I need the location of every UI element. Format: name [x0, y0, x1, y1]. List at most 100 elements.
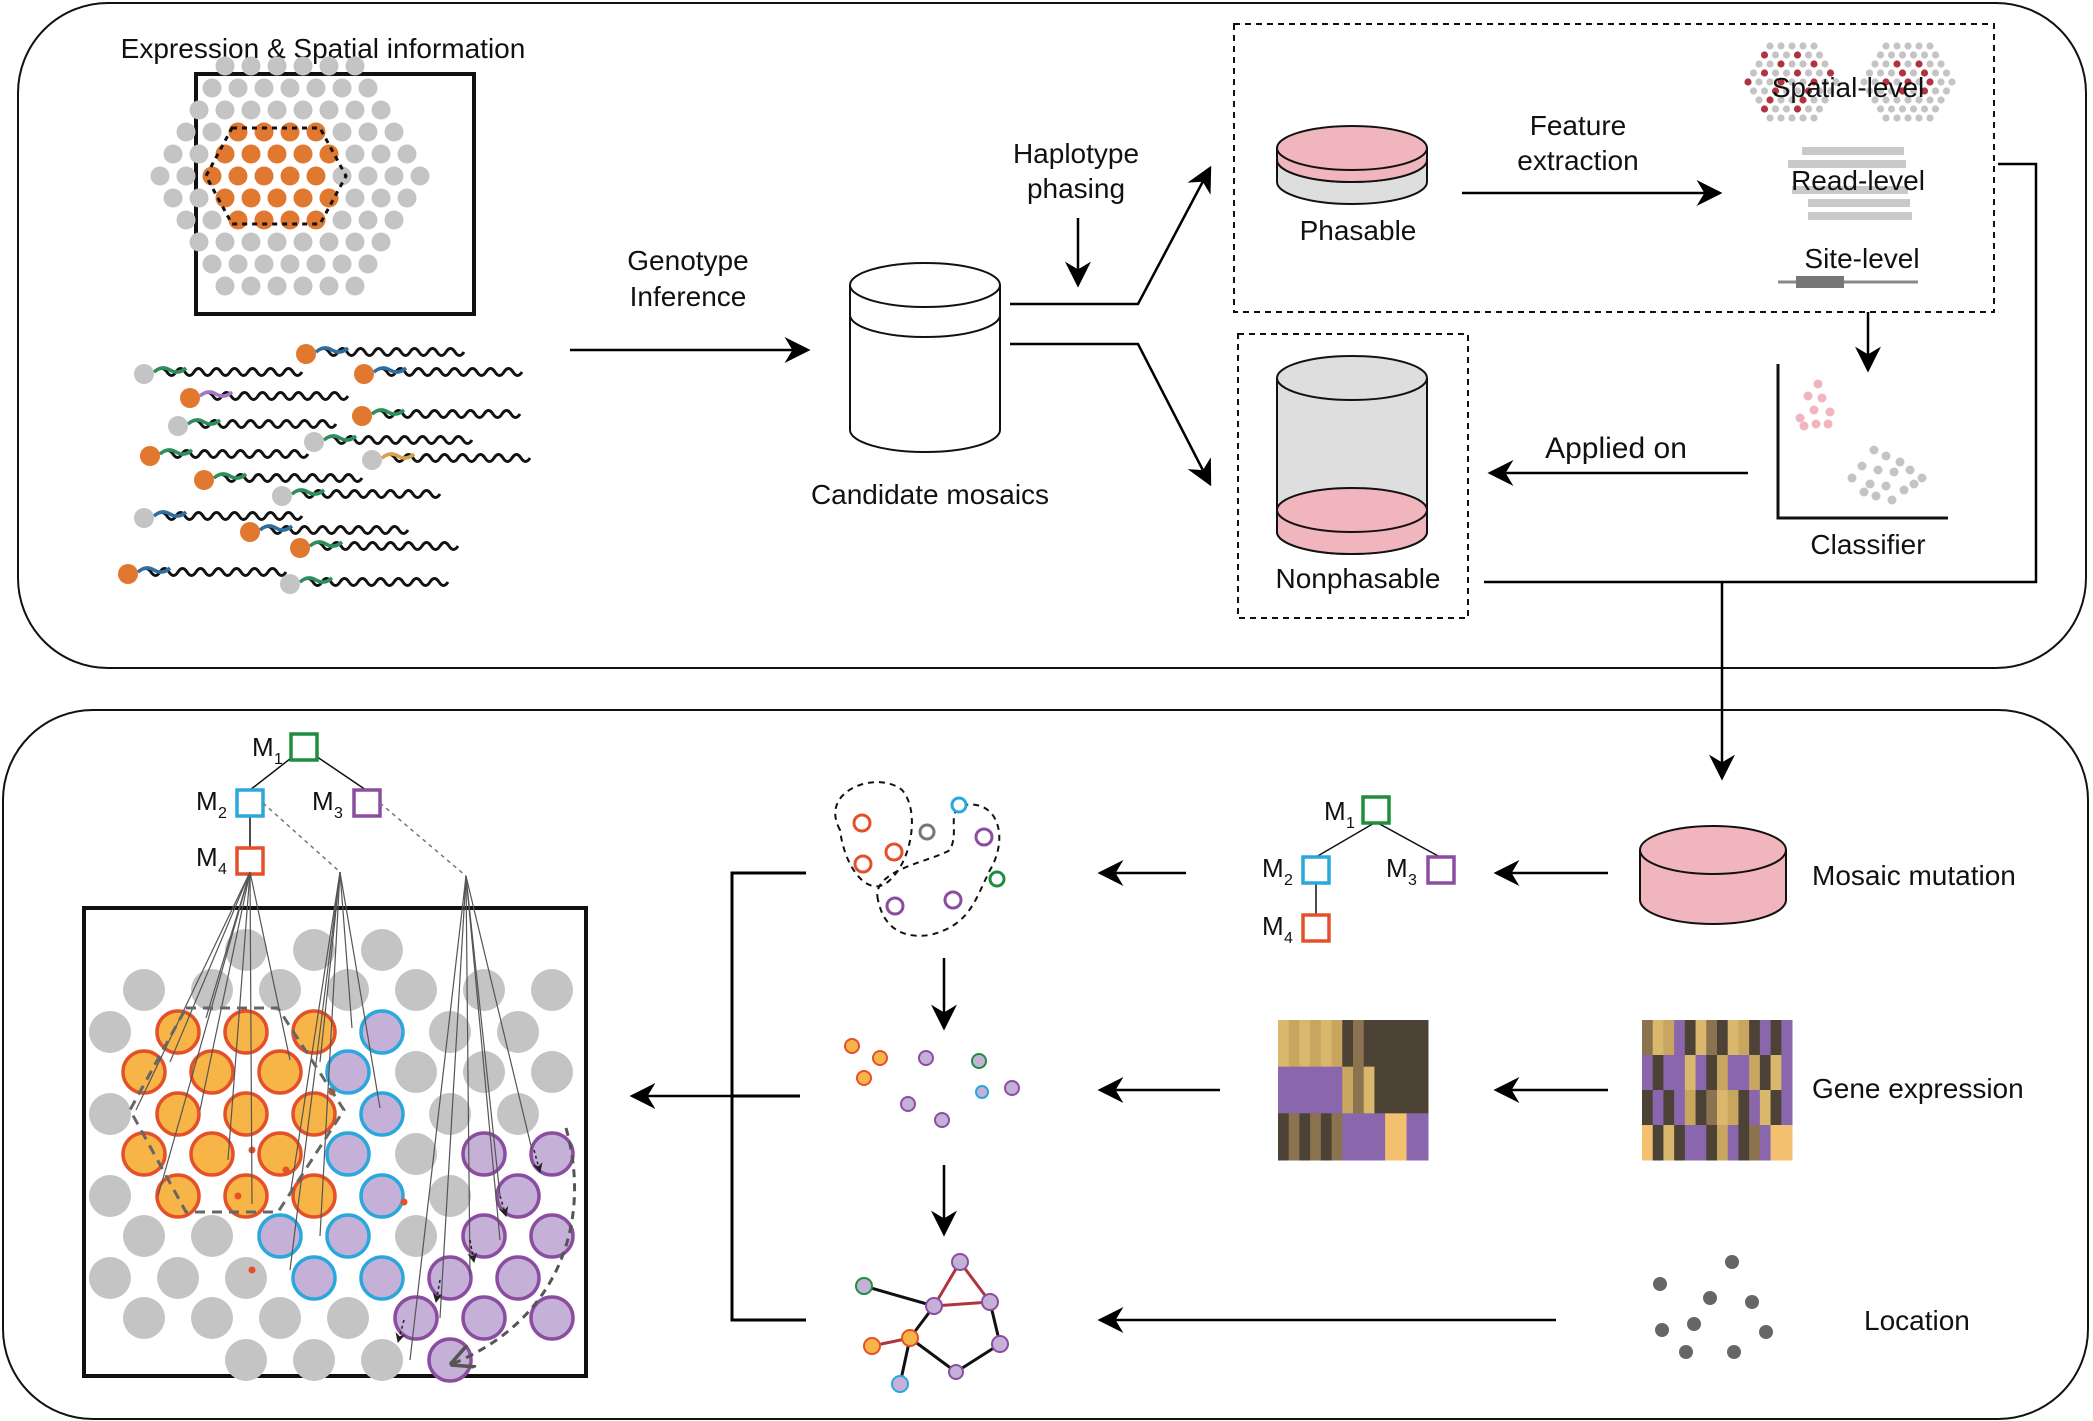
spatial-level-spot: [1788, 78, 1796, 86]
map-spot: [395, 969, 437, 1011]
spot: [345, 232, 365, 252]
projection-line: [339, 871, 381, 1109]
heat-cell: [1759, 1090, 1772, 1126]
spatial-level-spot: [1926, 60, 1934, 68]
spot: [189, 188, 209, 208]
top-panel: [17, 2, 2087, 669]
spatial-level-spot: [1937, 78, 1945, 86]
tree-right-m3: M: [1386, 853, 1408, 883]
sequencing-reads: [118, 344, 532, 594]
spot: [345, 144, 365, 164]
map-spot: [359, 1009, 405, 1055]
heat-cell: [1695, 1055, 1707, 1091]
grey-point: [1857, 461, 1867, 471]
read-bead: [290, 538, 310, 558]
spatial-level-spot: [1909, 87, 1918, 95]
spot: [150, 166, 170, 186]
heat-cell: [1385, 1020, 1397, 1068]
projection-line: [289, 871, 341, 1271]
spatial-level-spot: [1810, 60, 1818, 68]
phasable-disk: [1276, 125, 1428, 205]
spatial-level-spot: [1810, 114, 1818, 122]
spatial-level-spot: [1865, 69, 1874, 77]
spatial-level-spot: [1760, 69, 1769, 77]
spatial-level-spot: [1882, 96, 1890, 104]
heat-cell: [1288, 1020, 1300, 1068]
heat-cell: [1770, 1020, 1782, 1056]
spatial-level-spot: [1893, 60, 1901, 68]
read-tag: [152, 366, 188, 374]
spatial-level-spot: [1810, 42, 1818, 50]
map-spot: [395, 1051, 437, 1093]
pink-point: [1823, 419, 1833, 429]
tree-right-m1: M: [1324, 796, 1346, 826]
map-spot: [223, 1009, 269, 1055]
map-spot: [429, 1093, 471, 1135]
migration-tick: [467, 1239, 478, 1263]
map-spot: [293, 929, 335, 971]
expression-heatmap-filtered: [1278, 1020, 1429, 1161]
spatial-level-spot: [1804, 51, 1813, 59]
heat-cell: [1663, 1055, 1675, 1091]
heat-cell: [1663, 1090, 1675, 1126]
spatial-level-spot: [1931, 87, 1940, 95]
read-bead: [362, 450, 382, 470]
heat-cell: [1278, 1066, 1290, 1114]
heat-cell: [1727, 1020, 1739, 1056]
candidate-mosaics-cylinder: [849, 262, 1001, 453]
spatial-level-spot: [1777, 78, 1785, 86]
spatial-level-spot: [1860, 78, 1868, 86]
grey-point: [1917, 473, 1927, 483]
spot: [358, 78, 378, 98]
split-to-phasable: [1010, 165, 1212, 306]
spot: [306, 78, 326, 98]
spatial-level-spot: [1788, 96, 1796, 104]
heat-cell: [1288, 1066, 1300, 1114]
map-spot: [225, 1257, 267, 1299]
spatial-level-spot: [1893, 114, 1901, 122]
pink-point: [1795, 413, 1805, 423]
read-bead: [304, 432, 324, 452]
map-spot: [461, 1213, 507, 1259]
spot: [306, 122, 326, 142]
spot: [163, 188, 183, 208]
map-spot: [89, 1093, 131, 1135]
nonphasable-box: [1237, 333, 1469, 619]
map-spot: [495, 1173, 541, 1219]
spatial-level-spot: [1898, 51, 1907, 59]
spatial-level-spot: [1804, 87, 1813, 95]
spot: [189, 232, 209, 252]
spot: [254, 78, 274, 98]
spot: [241, 56, 261, 76]
spatial-level-spot: [1832, 78, 1840, 86]
heat-cell: [1385, 1113, 1397, 1161]
heat-cell: [1374, 1113, 1386, 1161]
spatial-level-spot: [1777, 96, 1785, 104]
map-spot: [89, 1011, 131, 1053]
classifier-cluster-grey: [1847, 445, 1927, 505]
spatial-level-label: Spatial-level: [1772, 72, 1925, 103]
projection-line: [319, 871, 341, 1237]
classifier-axes: [1776, 364, 1948, 520]
spot: [176, 210, 196, 230]
grey-point: [1865, 479, 1875, 489]
projection-line: [465, 875, 501, 1197]
spatial-level-spot: [1766, 96, 1774, 104]
heat-cell: [1320, 1113, 1333, 1161]
spot: [384, 166, 404, 186]
spot: [215, 276, 235, 296]
spot: [319, 232, 339, 252]
spot: [267, 232, 287, 252]
heat-cell: [1749, 1055, 1761, 1091]
heat-cell: [1353, 1113, 1365, 1161]
heat-cell: [1363, 1113, 1375, 1161]
heat-cell: [1684, 1125, 1697, 1161]
spot: [189, 100, 209, 120]
spatial-level-spot: [1749, 69, 1758, 77]
tree-right-m2: M: [1262, 853, 1284, 883]
spatial-level-spot: [1760, 87, 1769, 95]
heat-cell: [1331, 1020, 1343, 1068]
tree-right-m1-sub: 1: [1346, 815, 1355, 832]
embedded-cells: [844, 1038, 1020, 1128]
spot: [254, 210, 274, 230]
